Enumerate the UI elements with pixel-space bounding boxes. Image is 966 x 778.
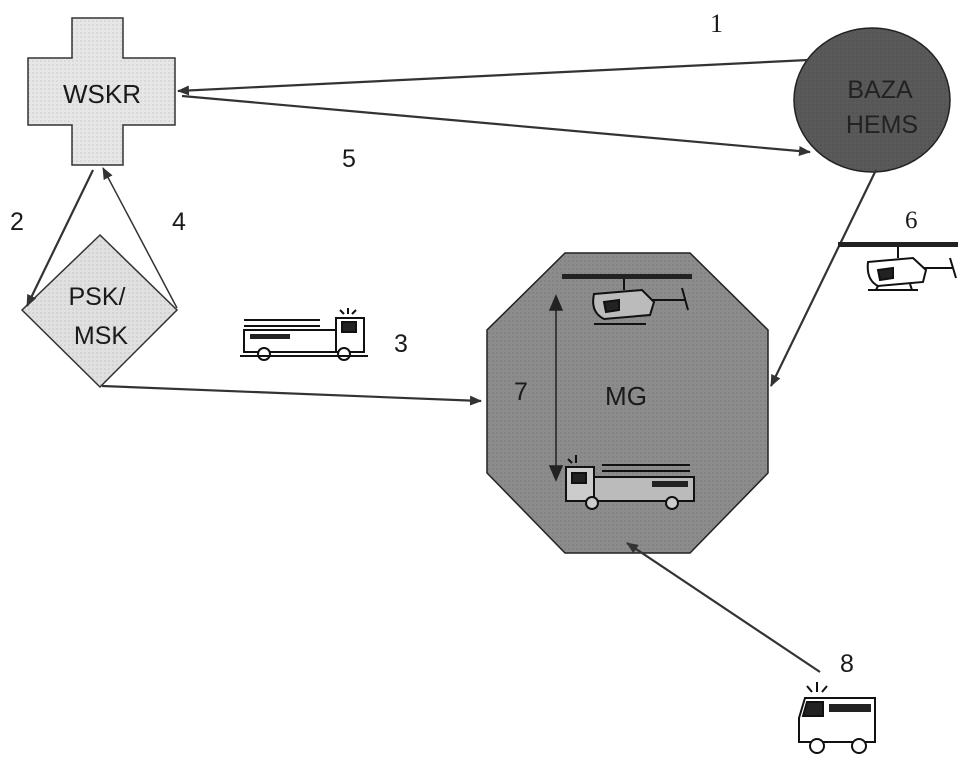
- fire-truck-icon: [240, 308, 368, 361]
- arrow-wskr-to-psk: [26, 169, 94, 307]
- baza-label-line2: HEMS: [846, 111, 918, 139]
- step-number-2: 2: [10, 208, 24, 236]
- arrows: [26, 58, 877, 673]
- fire-truck-icon-mg: [565, 455, 695, 510]
- helicopter-icon: [838, 242, 958, 291]
- wskr-node: WSKR: [27, 17, 176, 166]
- baza-label-line1: BAZA: [847, 76, 913, 104]
- mg-label: MG: [605, 381, 647, 411]
- arrow-ambulance-to-mg: [626, 542, 821, 673]
- arrow-psk-to-mg: [101, 384, 482, 406]
- psk-msk-node: PSK/ MSK: [20, 233, 179, 389]
- wskr-label: WSKR: [63, 79, 141, 109]
- psk-label-line2: MSK: [74, 322, 129, 350]
- arrow-wskr-to-baza: [181, 94, 811, 157]
- step-number-4: 4: [172, 208, 186, 236]
- ambulance-icon: [798, 682, 876, 754]
- step-number-1: 1: [710, 9, 723, 38]
- psk-label-line1: PSK/: [69, 283, 126, 311]
- step-number-6: 6: [905, 207, 918, 234]
- step-number-7: 7: [514, 378, 528, 406]
- step-number-3: 3: [394, 330, 408, 358]
- mg-internal-double-arrow: [548, 294, 564, 482]
- baza-hems-node: BAZA HEMS: [793, 27, 951, 173]
- arrow-psk-to-wskr: [102, 167, 178, 309]
- step-number-5: 5: [342, 145, 356, 173]
- arrow-baza-to-wskr: [177, 58, 809, 96]
- arrow-baza-to-mg: [770, 169, 877, 387]
- helicopter-icon-mg: [562, 274, 692, 325]
- step-numbers: 1 2 3 4 5 6 7 8: [10, 9, 918, 678]
- step-number-8: 8: [840, 650, 854, 678]
